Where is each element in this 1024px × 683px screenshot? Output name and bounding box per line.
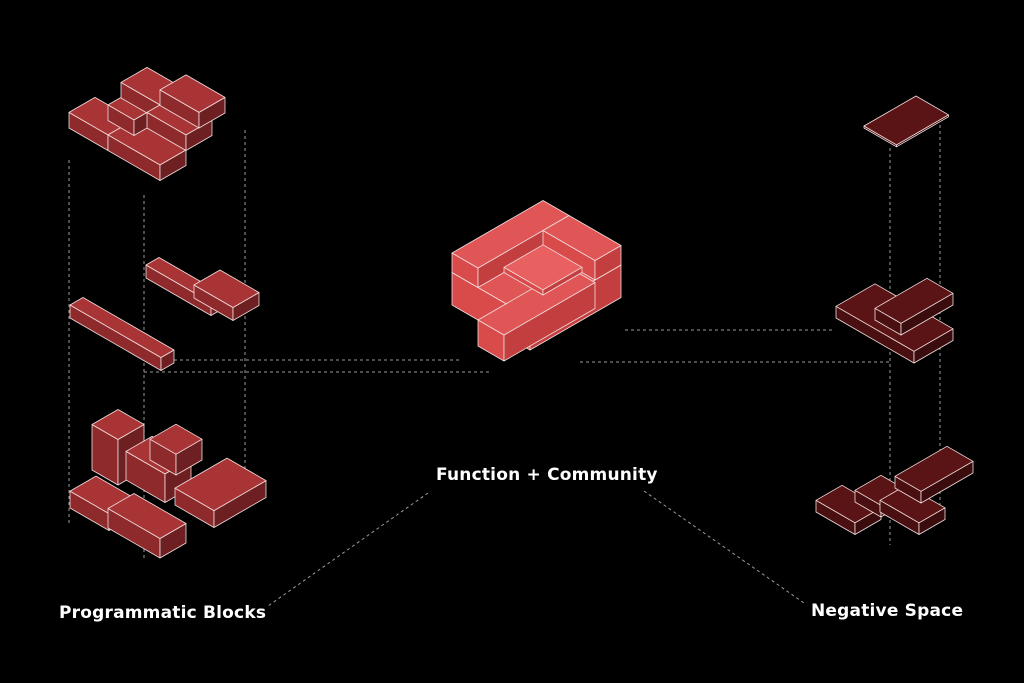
label-function-community: Function + Community bbox=[436, 465, 658, 485]
left-mid-bar-a-top-face bbox=[69, 297, 175, 358]
leader-line-left bbox=[267, 492, 429, 607]
center-courtyard-top-face bbox=[503, 244, 583, 291]
programmatic-blocks-middle-bars bbox=[69, 257, 260, 371]
label-negative-space: Negative Space bbox=[811, 601, 964, 621]
left-top-block-f-top-face bbox=[159, 74, 226, 113]
right-void-top-top-face bbox=[863, 95, 949, 146]
function-community-mass bbox=[451, 200, 622, 362]
label-programmatic-blocks: Programmatic Blocks bbox=[59, 603, 267, 623]
leader-line-right bbox=[643, 490, 805, 604]
left-mid-bar-c-top-face bbox=[193, 269, 260, 308]
negative-space-pieces bbox=[815, 95, 974, 535]
left-bot-block-e-top-face bbox=[107, 493, 187, 539]
left-bot-block-d-top-face bbox=[149, 423, 203, 455]
right-void-bot-c-top-face bbox=[879, 484, 946, 524]
right-void-mid-b-top-face bbox=[874, 277, 954, 324]
left-bot-block-f-top-face bbox=[174, 457, 267, 512]
programmatic-blocks-top-cluster bbox=[68, 67, 226, 181]
right-void-bot-d-top-face bbox=[894, 445, 974, 492]
center-upper-right-top-face bbox=[542, 215, 622, 261]
programmatic-blocks-bottom-cluster bbox=[69, 409, 267, 559]
guide-lines bbox=[68, 125, 941, 607]
left-bot-block-b-top-face bbox=[91, 409, 145, 440]
